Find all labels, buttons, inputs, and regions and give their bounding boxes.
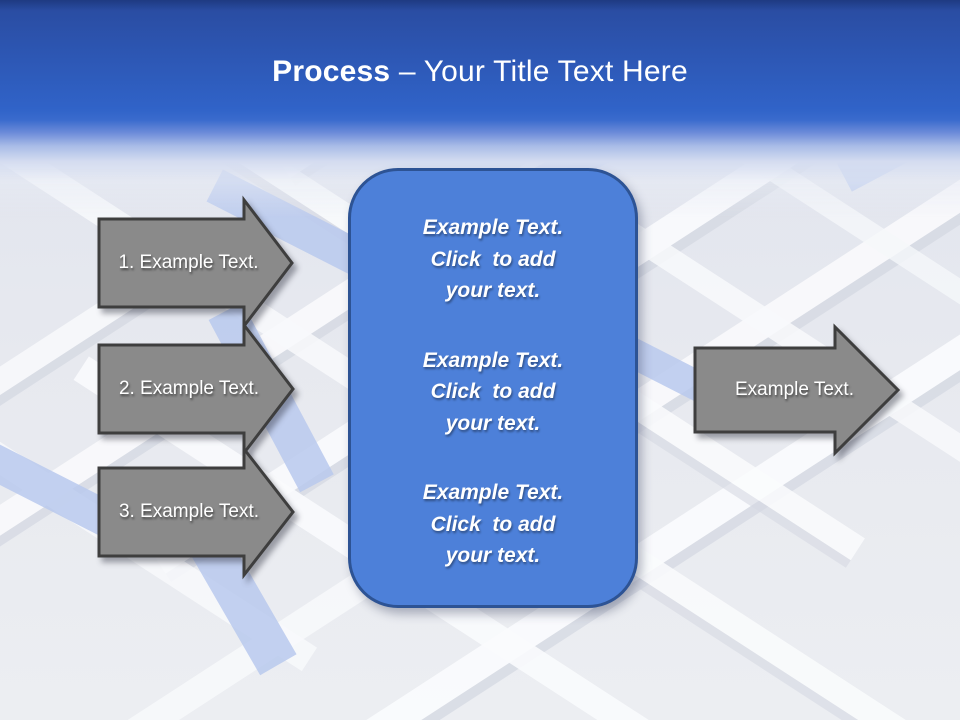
right-arrow-shape-icon [97,320,295,458]
process-arrow-2[interactable]: 2. Example Text. [97,320,295,458]
center-text-paragraph-3[interactable]: Example Text. Click to add your text. [422,481,564,568]
right-arrow-shape-icon [693,323,901,457]
process-arrow-1[interactable]: 1. Example Text. [97,195,294,331]
result-arrow[interactable]: Example Text. [693,323,901,457]
right-arrow-shape-icon [97,444,295,580]
title-rest: – Your Title Text Here [390,55,688,88]
page-title[interactable]: Process – Your Title Text Here [0,0,960,89]
center-text-paragraph-1[interactable]: Example Text. Click to add your text. [422,216,564,303]
right-arrow-shape-icon [97,195,294,331]
process-arrow-3[interactable]: 3. Example Text. [97,444,295,580]
center-text-box[interactable]: Example Text. Click to add your text. Ex… [348,168,638,608]
title-keyword: Process [272,55,391,88]
center-text-paragraph-2[interactable]: Example Text. Click to add your text. [422,348,564,435]
